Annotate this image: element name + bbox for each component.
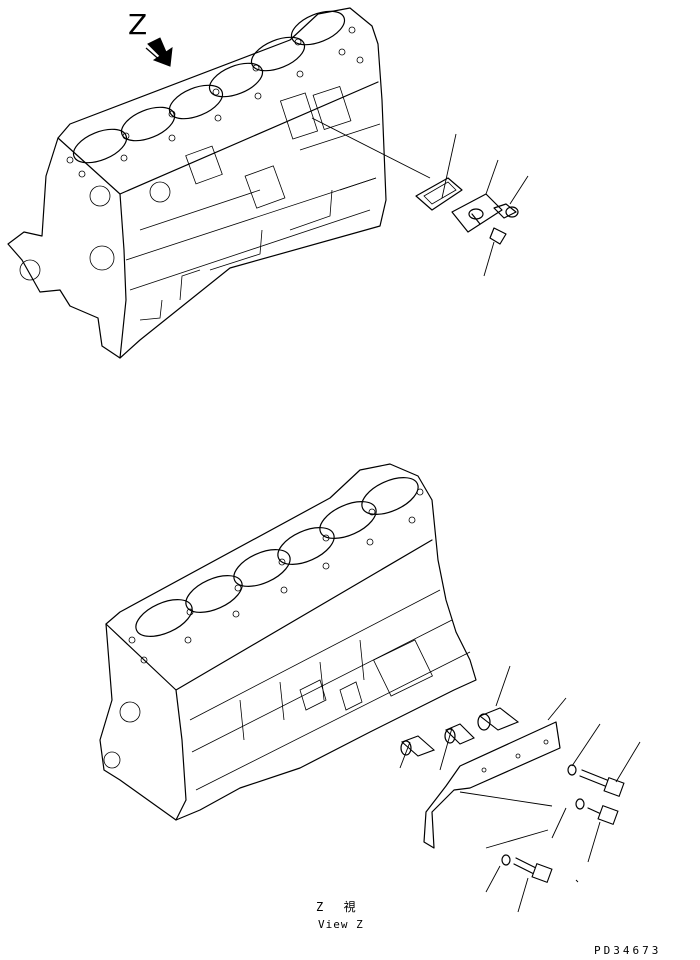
bottom-sleeve-long [477, 707, 520, 731]
top-fitting [489, 227, 507, 245]
bottom-bolt-1 [579, 769, 625, 798]
view-caption-jp: Z 視 [316, 900, 358, 914]
view-marker-z: Z [128, 8, 148, 41]
bottom-cylinder-block [99, 463, 477, 821]
view-direction-arrow-icon [145, 37, 173, 67]
bottom-sleeve-left [400, 735, 436, 757]
part-code: PD34673 [594, 944, 662, 957]
bottom-bolt-3 [513, 857, 553, 884]
top-cylinder-bores [72, 10, 346, 164]
bottom-cylinder-bores [135, 477, 419, 637]
top-bolt [493, 203, 519, 219]
bottom-side-cover [423, 721, 561, 849]
bottom-washer-2 [575, 798, 585, 810]
top-cylinder-block [7, 7, 387, 359]
bottom-sleeve-right [444, 723, 475, 745]
view-caption-en: View Z [318, 918, 364, 931]
bottom-washer-1 [567, 764, 577, 776]
bottom-washer-3 [501, 854, 511, 866]
top-gasket [415, 177, 463, 211]
bottom-bolt-2 [587, 804, 619, 826]
top-cover-plate [451, 193, 503, 233]
